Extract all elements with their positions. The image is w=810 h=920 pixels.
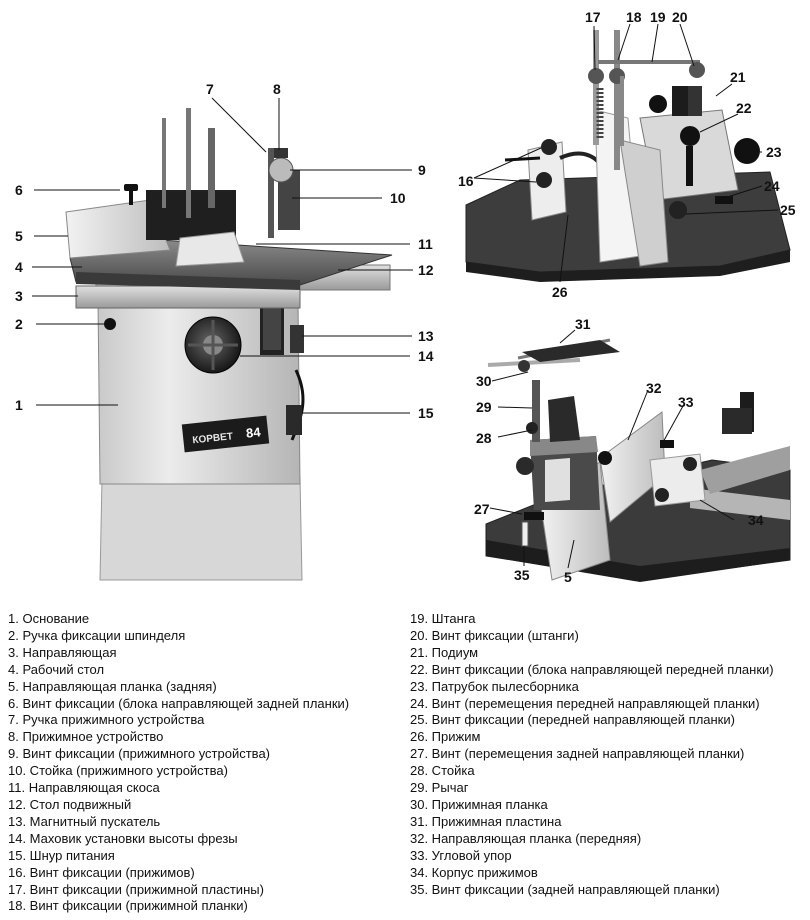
legend-item: 16. Винт фиксации (прижимов) (8, 864, 195, 880)
callout-9: 9 (418, 162, 426, 178)
legend-item: 3. Направляющая (8, 644, 117, 660)
legend-item: 34. Корпус прижимов (410, 864, 538, 880)
legend-item: 4. Рабочий стол (8, 661, 105, 677)
legend-item: 14. Маховик установки высоты фрезы (8, 830, 238, 846)
callout-8: 8 (273, 81, 281, 97)
callout-1: 1 (15, 397, 23, 413)
legend-item: 31. Прижимная пластина (410, 813, 562, 829)
callout-7: 7 (206, 81, 214, 97)
callout-34: 34 (748, 512, 764, 528)
legend-item: 15. Шнур питания (8, 847, 115, 863)
legend-right-column: 19. Штанга 20. Винт фиксации (штанги) 21… (410, 611, 805, 898)
legend-item: 32. Направляющая планка (передняя) (410, 830, 642, 846)
callout-22: 22 (736, 100, 752, 116)
callout-13: 13 (418, 328, 434, 344)
legend-item: 8. Прижимное устройство (8, 729, 164, 745)
callout-32: 32 (646, 380, 662, 396)
callout-15: 15 (418, 405, 434, 421)
callout-20: 20 (672, 9, 688, 25)
callout-12: 12 (418, 262, 434, 278)
legend-item: 28. Стойка (410, 763, 475, 779)
main-machine-photo: КОРВЕТ 84 (65, 108, 393, 581)
callout-5b: 5 (564, 569, 572, 585)
callout-30: 30 (476, 373, 492, 389)
callout-16: 16 (458, 173, 474, 189)
callout-23: 23 (766, 144, 782, 160)
legend-left-column: 1. Основание 2. Ручка фиксации шпинделя … (8, 611, 403, 915)
legend-item: 35. Винт фиксации (задней направляющей п… (410, 881, 720, 897)
legend-item: 11. Направляющая скоса (8, 780, 160, 796)
callout-25: 25 (780, 202, 796, 218)
callout-29: 29 (476, 399, 492, 415)
callout-18: 18 (626, 9, 642, 25)
legend-item: 13. Магнитный пускатель (8, 813, 161, 829)
callout-28: 28 (476, 430, 492, 446)
callout-35: 35 (514, 567, 530, 583)
callout-3: 3 (15, 288, 23, 304)
callout-5: 5 (15, 228, 23, 244)
legend-item: 26. Прижим (410, 729, 481, 745)
callout-33: 33 (678, 394, 694, 410)
rear-fence-detail-photo (485, 338, 791, 582)
legend-item: 18. Винт фиксации (прижимной планки) (8, 898, 248, 914)
callout-19: 19 (650, 9, 666, 25)
callout-26: 26 (552, 284, 568, 300)
callout-6: 6 (15, 182, 23, 198)
legend-item: 24. Винт (перемещения передней направляю… (410, 695, 760, 711)
machine-illustration: КОРВЕТ 84 (32, 23, 791, 582)
callout-31: 31 (575, 316, 591, 332)
legend-item: 22. Винт фиксации (блока направляющей пе… (410, 661, 774, 677)
legend-item: 9. Винт фиксации (прижимного устройства) (8, 746, 270, 762)
legend-item: 21. Подиум (410, 644, 479, 660)
callout-21: 21 (730, 69, 746, 85)
legend-item: 20. Винт фиксации (штанги) (410, 627, 579, 643)
callout-14: 14 (418, 348, 434, 364)
callout-24: 24 (764, 178, 780, 194)
callout-4: 4 (15, 259, 23, 275)
fence-detail-photo (465, 30, 791, 282)
legend-item: 6. Винт фиксации (блока направляющей зад… (8, 695, 350, 711)
model-label: 84 (245, 424, 262, 441)
legend-item: 12. Стол подвижный (8, 796, 132, 812)
legend-item: 10. Стойка (прижимного устройства) (8, 763, 228, 779)
legend-item: 2. Ручка фиксации шпинделя (8, 627, 186, 643)
legend-item: 27. Винт (перемещения задней направляюще… (410, 746, 745, 762)
legend-item: 30. Прижимная планка (410, 796, 548, 812)
brand-label: КОРВЕТ (192, 431, 233, 446)
leader-lines (32, 23, 779, 569)
callout-2: 2 (15, 316, 23, 332)
legend-item: 33. Угловой упор (410, 847, 512, 863)
legend-item: 29. Рычаг (410, 780, 469, 796)
legend-item: 23. Патрубок пылесборника (410, 678, 579, 694)
legend-item: 1. Основание (8, 611, 90, 626)
legend-item: 25. Винт фиксации (передней направляющей… (410, 712, 735, 728)
legend-item: 7. Ручка прижимного устройства (8, 712, 205, 728)
callout-27: 27 (474, 501, 490, 517)
callout-17: 17 (585, 9, 601, 25)
legend-item: 17. Винт фиксации (прижимной пластины) (8, 881, 264, 897)
callout-11: 11 (418, 236, 433, 252)
figure-area: КОРВЕТ 84 (15, 9, 796, 585)
callout-10: 10 (390, 190, 406, 206)
legend-item: 19. Штанга (410, 611, 476, 626)
legend-item: 5. Направляющая планка (задняя) (8, 678, 217, 694)
